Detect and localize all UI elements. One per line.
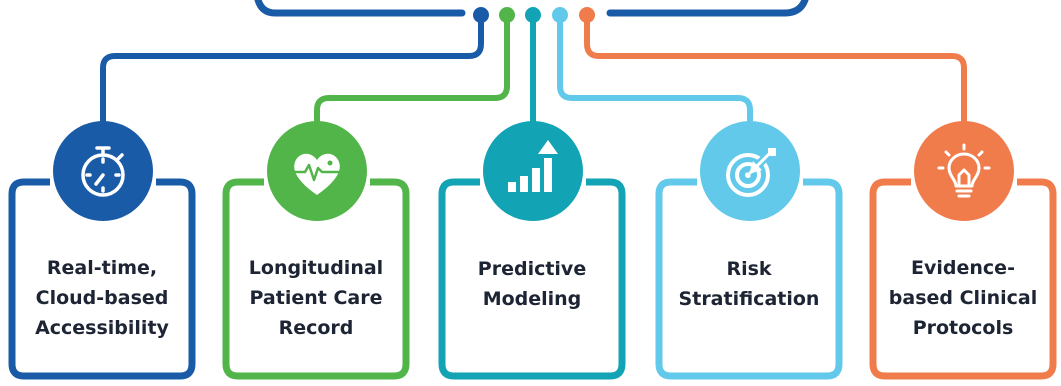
dot-sky — [552, 7, 568, 23]
icon-circle-blue — [53, 121, 153, 221]
card-label-line: Protocols — [912, 317, 1014, 339]
card-label-predictive-modeling: Predictive Modeling — [457, 254, 607, 314]
connector-green — [314, 15, 510, 142]
card-outline-sky — [655, 178, 843, 380]
top-bracket-left — [254, 0, 466, 17]
top-bracket-right — [606, 0, 809, 17]
card-label-accessibility: Real-time, Cloud-based Accessibility — [27, 253, 177, 343]
lightbulb-icon — [937, 143, 991, 198]
stopwatch-icon — [81, 146, 125, 197]
dot-green — [499, 7, 515, 23]
card-label-line: Stratification — [678, 288, 820, 310]
card-label-clinical-protocols: Evidence- based Clinical Protocols — [888, 253, 1038, 343]
card-label-line: Accessibility — [35, 317, 169, 339]
growth-chart-icon — [508, 140, 558, 192]
connector-sky — [557, 15, 753, 142]
card-label-line: Record — [278, 317, 354, 339]
card-label-line: Modeling — [482, 288, 582, 310]
target-arrow-icon — [726, 148, 776, 197]
card-label-line: Evidence- — [911, 257, 1015, 279]
heart-pulse-icon — [293, 153, 341, 195]
card-label-line: Cloud-based — [35, 287, 169, 309]
card-label-line: Risk — [726, 258, 772, 280]
card-outline-blue — [8, 178, 196, 380]
card-label-line: Longitudinal — [248, 257, 384, 279]
dot-teal — [525, 7, 541, 23]
card-label-patient-record: Longitudinal Patient Care Record — [241, 253, 391, 343]
card-label-line: based Clinical — [888, 287, 1038, 309]
card-label-line: Predictive — [477, 258, 587, 280]
card-outline-teal — [438, 178, 626, 380]
card-outline-orange — [869, 178, 1057, 380]
dot-orange — [579, 7, 595, 23]
dot-blue — [473, 7, 489, 23]
connector-orange — [584, 15, 967, 142]
connector-blue — [100, 15, 484, 142]
card-outline-green — [222, 178, 410, 380]
card-label-risk-stratification: Risk Stratification — [674, 254, 824, 314]
card-label-line: Patient Care — [249, 287, 383, 309]
card-label-line: Real-time, — [46, 257, 158, 279]
